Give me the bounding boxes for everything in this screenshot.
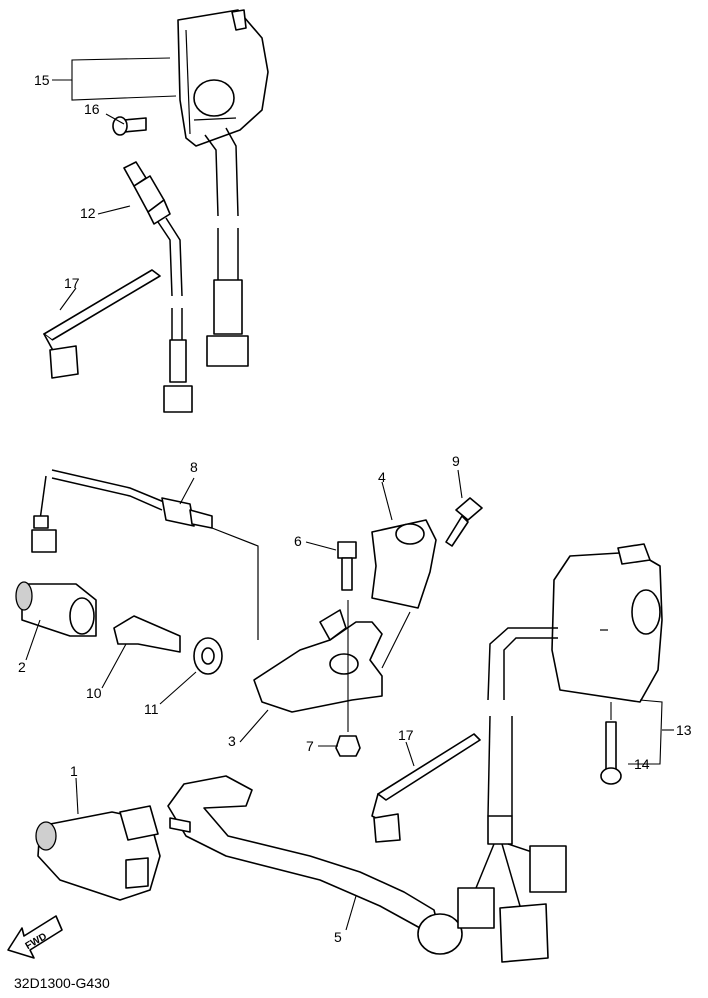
callout-1: 1: [70, 763, 78, 779]
bolt-6: [337, 541, 357, 591]
callout-15: 15: [34, 72, 50, 88]
lever-holder-3: [253, 609, 383, 713]
handlebar-switch-upper: [177, 9, 269, 367]
callout-leaders: [25, 57, 674, 931]
boot-2: [15, 581, 97, 637]
callout-13: 13: [676, 722, 692, 738]
adjuster-bolt-10: [113, 615, 181, 653]
callout-9: 9: [452, 453, 460, 469]
callout-11: 11: [144, 701, 159, 717]
clutch-switch-8: [31, 469, 259, 640]
callout-5: 5: [334, 929, 342, 945]
cable-holder-1: [35, 805, 161, 901]
clamp-4: [371, 519, 437, 609]
callout-4: 4: [378, 469, 386, 485]
callout-10: 10: [86, 685, 102, 701]
screw-14: [600, 702, 622, 785]
nut-7: [335, 735, 361, 757]
callout-labels: 15 16 12 17 8 4 9 6 2 10 11 3 7 1 17 5 1…: [18, 72, 692, 945]
fwd-arrow: FWD: [7, 915, 63, 959]
screw-16: [112, 116, 147, 136]
callout-14: 14: [634, 756, 650, 772]
handlebar-switch-lower: [457, 543, 663, 963]
callout-7: 7: [306, 738, 314, 754]
callout-8: 8: [190, 459, 198, 475]
switch-12: [123, 161, 193, 413]
callout-12: 12: [80, 205, 96, 221]
callout-3: 3: [228, 733, 236, 749]
callout-16: 16: [84, 101, 100, 117]
callout-17-lower: 17: [398, 727, 414, 743]
callout-17-upper: 17: [64, 275, 80, 291]
callout-2: 2: [18, 659, 26, 675]
band-17-lower: [371, 733, 481, 843]
callout-6: 6: [294, 533, 302, 549]
diagram-code: 32D1300-G430: [14, 975, 110, 991]
locknut-11: [193, 637, 223, 675]
bolt-9: [445, 497, 483, 547]
lever-5: [167, 775, 463, 955]
band-17-upper: [43, 269, 161, 379]
